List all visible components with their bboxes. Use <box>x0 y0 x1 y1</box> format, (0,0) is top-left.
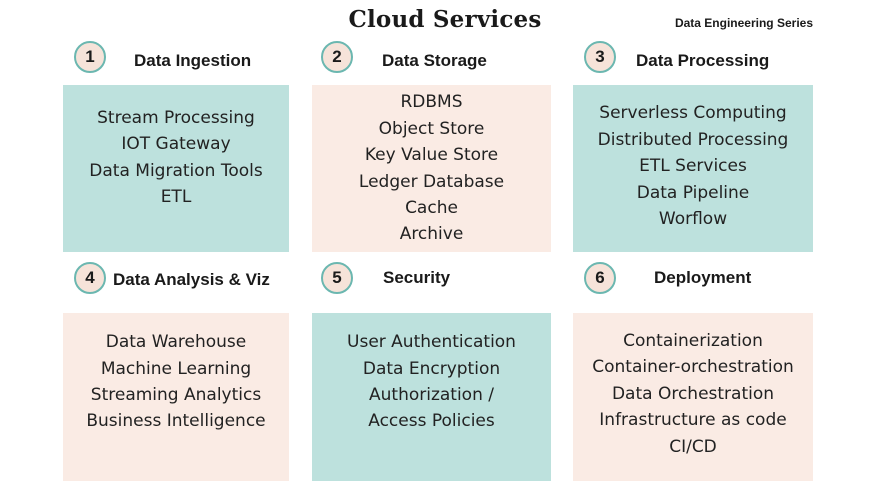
series-label: Data Engineering Series <box>674 16 813 30</box>
section-3-item: Worflow <box>658 209 728 230</box>
section-3-heading: Data Processing <box>636 51 770 70</box>
section-2-card: RDBMS Object Store Key Value Store Ledge… <box>312 85 551 252</box>
section-2-item: Key Value Store <box>364 145 499 166</box>
section-4-item: Streaming Analytics <box>90 385 262 405</box>
section-1-item: IOT Gateway <box>121 134 231 155</box>
section-5-item: User Authentication <box>347 332 516 353</box>
section-5-item: Authorization / <box>369 385 494 405</box>
section-5-heading: Security <box>383 268 451 287</box>
section-6-heading: Deployment <box>654 268 752 287</box>
section-3-item: Data Pipeline <box>636 182 750 203</box>
section-4-item: Machine Learning <box>100 358 252 379</box>
section-6-card: Containerization Container-orchestration… <box>573 313 813 481</box>
section-2-item: Cache <box>405 197 458 218</box>
section-6-item: Containerization <box>623 330 763 351</box>
section-1-heading: Data Ingestion <box>134 51 252 70</box>
page-title: Cloud Services <box>348 6 542 33</box>
section-2-item: RDBMS <box>400 92 463 113</box>
section-5-item: Access Policies <box>368 411 495 432</box>
section-3-number-badge: 3 <box>584 41 616 73</box>
section-6-number-badge: 6 <box>584 262 616 294</box>
section-1-item: ETL <box>160 186 192 207</box>
section-4-item: Data Warehouse <box>105 332 247 353</box>
section-2-item: Archive <box>399 224 464 245</box>
section-4-card: Data Warehouse Machine Learning Streamin… <box>63 313 289 481</box>
section-1-item: Data Migration Tools <box>89 160 263 181</box>
section-3-item: ETL Services <box>639 156 747 177</box>
section-2-heading: Data Storage <box>382 51 487 70</box>
section-2-number-badge: 2 <box>321 41 353 73</box>
section-6-item: Infrastructure as code <box>599 410 787 431</box>
section-5-card: User Authentication Data Encryption Auth… <box>312 313 551 481</box>
section-5-number-badge: 5 <box>321 262 353 294</box>
section-3-item: Serverless Computing <box>599 103 787 124</box>
section-1-card: Stream Processing IOT Gateway Data Migra… <box>63 85 289 252</box>
section-3-card: Serverless Computing Distributed Process… <box>573 85 813 252</box>
section-4-heading: Data Analysis & Viz <box>113 270 270 289</box>
section-2-item: Ledger Database <box>358 171 505 192</box>
section-6-item: CI/CD <box>669 436 717 457</box>
section-1-item: Stream Processing <box>97 107 255 128</box>
section-6-item: Container-orchestration <box>592 357 794 378</box>
section-1-number-badge: 1 <box>74 41 106 73</box>
section-6-item: Data Orchestration <box>611 383 775 404</box>
section-2-item: Object Store <box>378 118 485 139</box>
section-5-item: Data Encryption <box>362 358 501 379</box>
section-3-item: Distributed Processing <box>597 129 789 150</box>
section-4-item: Business Intelligence <box>86 411 266 432</box>
section-4-number-badge: 4 <box>74 262 106 294</box>
